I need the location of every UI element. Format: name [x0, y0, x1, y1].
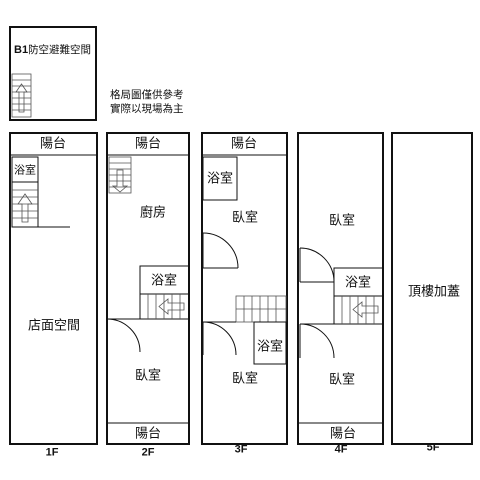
f3-plan: [201, 132, 288, 445]
f2-bedroom-label: 臥室: [134, 368, 162, 384]
f1-balcony-label: 陽台: [39, 136, 67, 152]
f4-plan: [297, 132, 384, 445]
f5-plan: [391, 132, 473, 445]
f4-balcony-label: 陽台: [329, 426, 357, 442]
b1-stairs: [11, 73, 32, 118]
f2-kitchen-label: 廚房: [139, 205, 167, 221]
f1-plan: [9, 132, 98, 445]
f2-bath-label: 浴室: [150, 273, 178, 289]
f2-floor-label: 2F: [141, 446, 155, 459]
f3-stairs: [235, 295, 287, 323]
f4-stairs: [341, 296, 379, 324]
f3-bedroom-top-label: 臥室: [231, 210, 259, 226]
f4-bath-label: 浴室: [344, 275, 372, 291]
f2-door: [106, 318, 141, 353]
f4-bedroom-top-label: 臥室: [328, 213, 356, 229]
f2-balcony-bottom-label: 陽台: [134, 426, 162, 442]
f4-door-bottom: [299, 323, 335, 359]
f2-balcony-top-label: 陽台: [134, 136, 162, 152]
b1-plan: [9, 26, 97, 121]
f1-stairs: [12, 189, 38, 223]
f1-floor-label: 1F: [45, 446, 59, 459]
f3-bedroom-bottom-label: 臥室: [231, 371, 259, 387]
f3-door-top: [202, 232, 239, 269]
f4-bedroom-bottom-label: 臥室: [328, 372, 356, 388]
f3-floor-label: 3F: [234, 443, 248, 456]
f3-balcony-label: 陽台: [230, 136, 258, 152]
f4-floor-label: 4F: [334, 443, 348, 456]
b1-room-label: 防空避難空間: [28, 44, 92, 56]
f3-door-bottom: [202, 321, 237, 356]
disclaimer-line-2: 實際以現場為主: [110, 103, 184, 115]
disclaimer-line-1: 格局圖僅供參考: [110, 89, 184, 101]
b1-code: B1: [14, 44, 29, 56]
f4-door-top: [299, 247, 335, 283]
f2-plan: [106, 132, 190, 445]
f1-bath-label: 浴室: [14, 163, 36, 177]
f5-floor-label: 5F: [426, 441, 440, 454]
f3-bath-mid-label: 浴室: [256, 339, 284, 355]
f3-bath-top-label: 浴室: [206, 171, 234, 187]
disclaimer-note: 格局圖僅供參考 實際以現場為主: [110, 88, 184, 116]
f2-stairs-mid: [147, 294, 185, 319]
f1-shop-label: 店面空間: [27, 318, 81, 334]
f5-rooftop-label: 頂樓加蓋: [407, 284, 461, 300]
b1-label: B1防空避難空間: [14, 42, 91, 57]
f2-stairs-top: [108, 156, 132, 194]
